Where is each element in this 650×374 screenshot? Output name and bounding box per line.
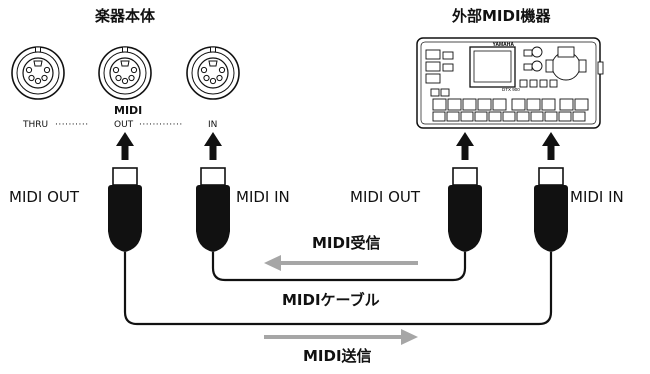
external-device-heading: 外部MIDI機器: [452, 7, 551, 25]
port-thru-label: THRU: [23, 120, 49, 130]
send-cable: [123, 252, 553, 326]
receive-cable: [211, 252, 467, 282]
thru-out-dots: ··········: [55, 120, 89, 130]
midi-cables: [123, 252, 553, 326]
left-in-plug-icon: [195, 167, 231, 253]
right-out-plug-icon: [447, 167, 483, 253]
send-flow-arrow-icon: [264, 329, 418, 345]
arrow-into-device-in-icon: [542, 132, 560, 160]
instrument-heading: 楽器本体: [95, 7, 156, 25]
arrow-into-device-out-icon: [456, 132, 474, 160]
right-midi-in-label: MIDI IN: [570, 188, 624, 206]
left-out-plug-icon: [107, 167, 143, 253]
external-midi-device-icon: YAMAHA DTX 900: [416, 37, 604, 129]
device-model: DTX 900: [502, 87, 520, 92]
midi-thru-socket-icon: [11, 46, 65, 100]
right-in-plug-icon: [533, 167, 569, 253]
midi-out-socket-icon: [98, 46, 152, 100]
out-in-dots: ·············: [139, 120, 183, 130]
device-brand: YAMAHA: [493, 42, 515, 48]
right-midi-out-label: MIDI OUT: [350, 188, 421, 206]
cable-label: MIDIケーブル: [282, 291, 380, 309]
arrow-into-out-icon: [116, 132, 134, 160]
receive-label: MIDI受信: [312, 234, 381, 252]
receive-flow-arrow-icon: [264, 255, 418, 271]
left-midi-out-label: MIDI OUT: [9, 188, 80, 206]
midi-in-socket-icon: [186, 46, 240, 100]
arrow-into-in-icon: [204, 132, 222, 160]
ports-group-label: MIDI: [114, 104, 143, 117]
left-midi-in-label: MIDI IN: [236, 188, 290, 206]
send-label: MIDI送信: [303, 347, 372, 365]
port-in-label: IN: [208, 120, 218, 130]
port-out-label: OUT: [114, 120, 134, 130]
